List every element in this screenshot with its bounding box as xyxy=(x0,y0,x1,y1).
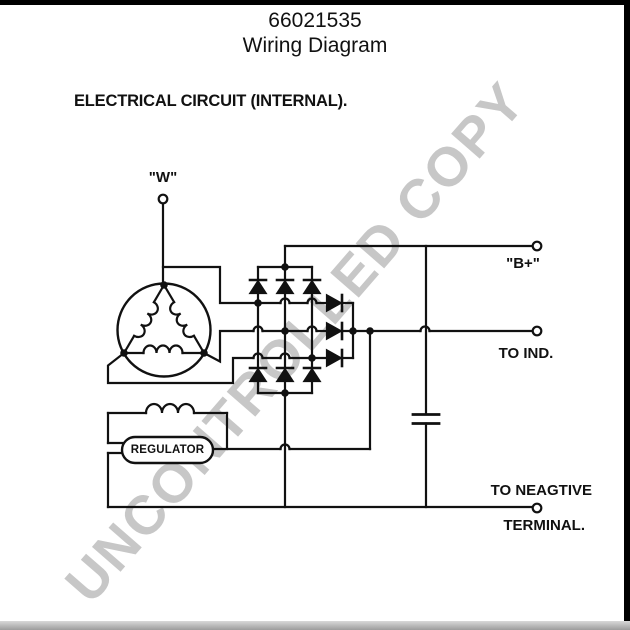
trio-diode-bottom xyxy=(310,348,355,368)
positive-diode-right xyxy=(302,265,322,370)
trio-diode-middle xyxy=(283,321,344,341)
phase-c-wire xyxy=(106,351,314,385)
regulator-feed-wire xyxy=(211,329,372,451)
page-border-top xyxy=(0,0,630,5)
negative-terminal-circle xyxy=(531,502,543,514)
w-terminal-wire xyxy=(157,193,169,287)
negative-terminal-label-line1: TO NEAGTIVE xyxy=(490,482,592,499)
section-heading: ELECTRICAL CIRCUIT (INTERNAL). xyxy=(74,92,348,110)
positive-diode-middle xyxy=(275,265,295,370)
stator-delta-winding-icon xyxy=(116,282,212,378)
positive-diode-left xyxy=(248,265,268,370)
b-plus-wire xyxy=(283,240,543,252)
regulator-box xyxy=(120,435,215,465)
page-border-right xyxy=(624,0,630,630)
to-ind-terminal-circle xyxy=(531,325,543,337)
page-title: Wiring Diagram xyxy=(242,34,388,57)
phase-b-wire xyxy=(202,325,287,364)
capacitor-icon xyxy=(411,244,441,509)
to-ind-label: TO IND. xyxy=(498,345,554,362)
part-number-title: 66021535 xyxy=(268,9,362,32)
ground-wire xyxy=(106,451,543,514)
page-border-bottom xyxy=(0,621,630,630)
b-plus-terminal-label: "B+" xyxy=(506,255,540,272)
phase-a-wire xyxy=(161,265,260,305)
to-ind-wire xyxy=(340,325,543,337)
negative-diode-left xyxy=(248,366,268,395)
trio-diode-top xyxy=(256,293,355,313)
junction-dots xyxy=(120,263,374,397)
w-terminal-label: "W" xyxy=(148,169,178,186)
b-plus-terminal-circle xyxy=(531,240,543,252)
w-terminal-circle xyxy=(157,193,169,205)
field-coil-inductor-icon xyxy=(106,402,229,451)
negative-diode-right xyxy=(302,366,322,395)
regulator-label: REGULATOR xyxy=(130,444,205,456)
rectifier-bridge-icon xyxy=(248,244,355,509)
negative-terminal-label-line2: TERMINAL. xyxy=(503,517,585,534)
